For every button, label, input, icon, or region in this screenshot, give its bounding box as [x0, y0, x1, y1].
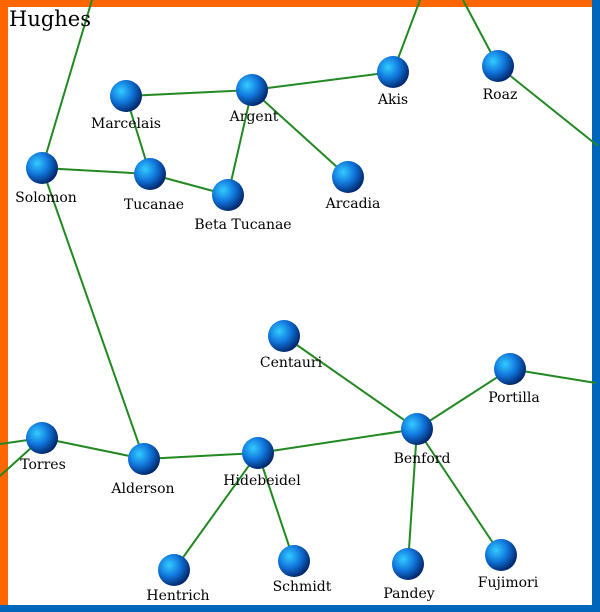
edge-argent-arcadia	[251, 89, 349, 178]
star-sphere-icon[interactable]	[482, 50, 514, 82]
node-akis[interactable]: Akis	[377, 56, 409, 108]
node-fujimori[interactable]: Fujimori	[478, 539, 539, 591]
star-sphere-icon[interactable]	[26, 422, 58, 454]
node-tucanae[interactable]: Tucanae	[124, 158, 184, 213]
edge-solomon-tucanae	[41, 167, 151, 175]
node-solomon[interactable]: Solomon	[15, 152, 77, 206]
edge-marcelais-argent	[125, 89, 253, 97]
node-label: Tucanae	[124, 197, 184, 213]
node-label: Alderson	[110, 481, 174, 497]
node-marcelais[interactable]: Marcelais	[91, 80, 161, 132]
node-label: Beta Tucanae	[194, 217, 291, 233]
node-portilla[interactable]: Portilla	[488, 353, 540, 406]
star-sphere-icon[interactable]	[268, 320, 300, 352]
star-sphere-icon[interactable]	[128, 443, 160, 475]
node-label: Torres	[20, 457, 66, 473]
border-left	[0, 0, 8, 605]
star-sphere-icon[interactable]	[242, 437, 274, 469]
node-label: Benford	[394, 451, 451, 467]
node-label: Hidebeidel	[223, 473, 301, 489]
node-label: Roaz	[483, 87, 518, 103]
edge-torres-alderson	[41, 437, 145, 460]
node-hentrich[interactable]: Hentrich	[146, 554, 210, 604]
node-torres[interactable]: Torres	[20, 422, 66, 473]
star-sphere-icon[interactable]	[392, 548, 424, 580]
edge-solomon-offmap_n1	[41, 0, 93, 169]
node-centauri[interactable]: Centauri	[260, 320, 323, 371]
node-label: Marcelais	[91, 116, 161, 132]
border-bottom	[0, 605, 600, 612]
edge-hidebeidel-hentrich	[173, 452, 259, 571]
star-sphere-icon[interactable]	[212, 179, 244, 211]
node-roaz[interactable]: Roaz	[482, 50, 517, 103]
node-beta_tucanae[interactable]: Beta Tucanae	[194, 179, 292, 233]
star-sphere-icon[interactable]	[494, 353, 526, 385]
star-sphere-icon[interactable]	[134, 158, 166, 190]
star-sphere-icon[interactable]	[332, 161, 364, 193]
edge-roaz-offmap_e1	[497, 65, 599, 147]
node-benford[interactable]: Benford	[394, 413, 451, 467]
star-sphere-icon[interactable]	[401, 413, 433, 445]
edge-argent-beta_tucanae	[227, 89, 253, 196]
node-alderson[interactable]: Alderson	[110, 443, 175, 497]
edge-benford-fujimori	[416, 428, 502, 556]
border-top	[0, 0, 593, 7]
star-sphere-icon[interactable]	[278, 545, 310, 577]
edge-solomon-alderson	[41, 167, 145, 460]
node-label: Pandey	[383, 586, 434, 602]
node-label: Solomon	[15, 190, 77, 206]
edge-hidebeidel-benford	[257, 428, 418, 454]
node-pandey[interactable]: Pandey	[383, 548, 435, 602]
node-label: Fujimori	[478, 575, 539, 591]
star-sphere-icon[interactable]	[485, 539, 517, 571]
node-label: Hentrich	[146, 588, 209, 604]
star-sphere-icon[interactable]	[158, 554, 190, 586]
star-sphere-icon[interactable]	[26, 152, 58, 184]
node-label: Centauri	[260, 355, 323, 371]
edge-benford-portilla	[416, 368, 511, 430]
node-argent[interactable]: Argent	[229, 74, 279, 125]
edge-hidebeidel-schmidt	[257, 452, 295, 562]
edge-argent-akis	[251, 71, 394, 91]
node-label: Akis	[377, 92, 408, 108]
map-title: Hughes	[9, 7, 91, 31]
node-label: Schmidt	[273, 579, 332, 595]
node-label: Argent	[229, 109, 279, 125]
edge-alderson-hidebeidel	[143, 452, 259, 460]
node-label: Arcadia	[325, 196, 381, 212]
star-sphere-icon[interactable]	[377, 56, 409, 88]
node-arcadia[interactable]: Arcadia	[325, 161, 381, 212]
edge-centauri-benford	[283, 335, 418, 430]
star-sphere-icon[interactable]	[236, 74, 268, 106]
border-right	[592, 0, 600, 612]
node-schmidt[interactable]: Schmidt	[273, 545, 332, 595]
node-label: Portilla	[488, 390, 539, 406]
edge-benford-pandey	[407, 428, 418, 565]
star-sphere-icon[interactable]	[110, 80, 142, 112]
node-hidebeidel[interactable]: Hidebeidel	[223, 437, 301, 489]
